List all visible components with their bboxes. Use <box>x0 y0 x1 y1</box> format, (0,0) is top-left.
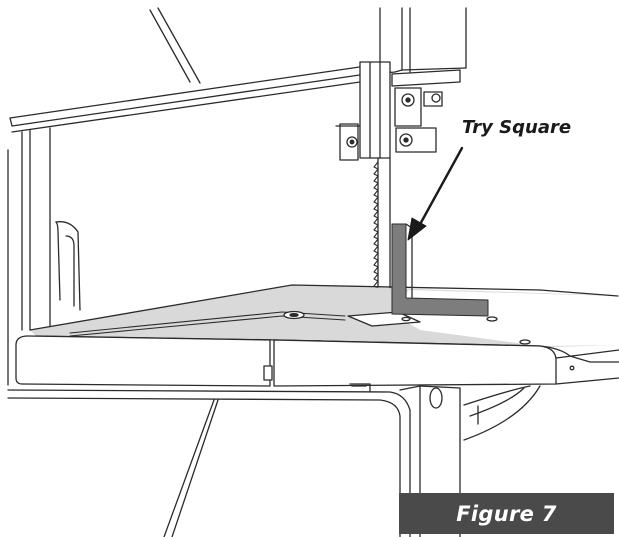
stand-legs <box>163 399 219 537</box>
figure-caption: Figure 7 <box>456 501 557 526</box>
try-square <box>391 223 489 317</box>
figure-caption-box: Figure 7 <box>399 493 614 534</box>
lower-frame <box>7 383 461 537</box>
try-square-label: Try Square <box>462 117 572 138</box>
callout-arrow <box>407 146 464 241</box>
left-handle <box>55 221 81 311</box>
blade-guide-assembly <box>335 61 461 161</box>
table-front-edge <box>15 335 619 387</box>
upper-cover-lines <box>149 7 201 84</box>
table-trunnion <box>463 385 541 441</box>
left-frame-column <box>7 127 51 386</box>
upper-frame-arm <box>9 7 467 133</box>
